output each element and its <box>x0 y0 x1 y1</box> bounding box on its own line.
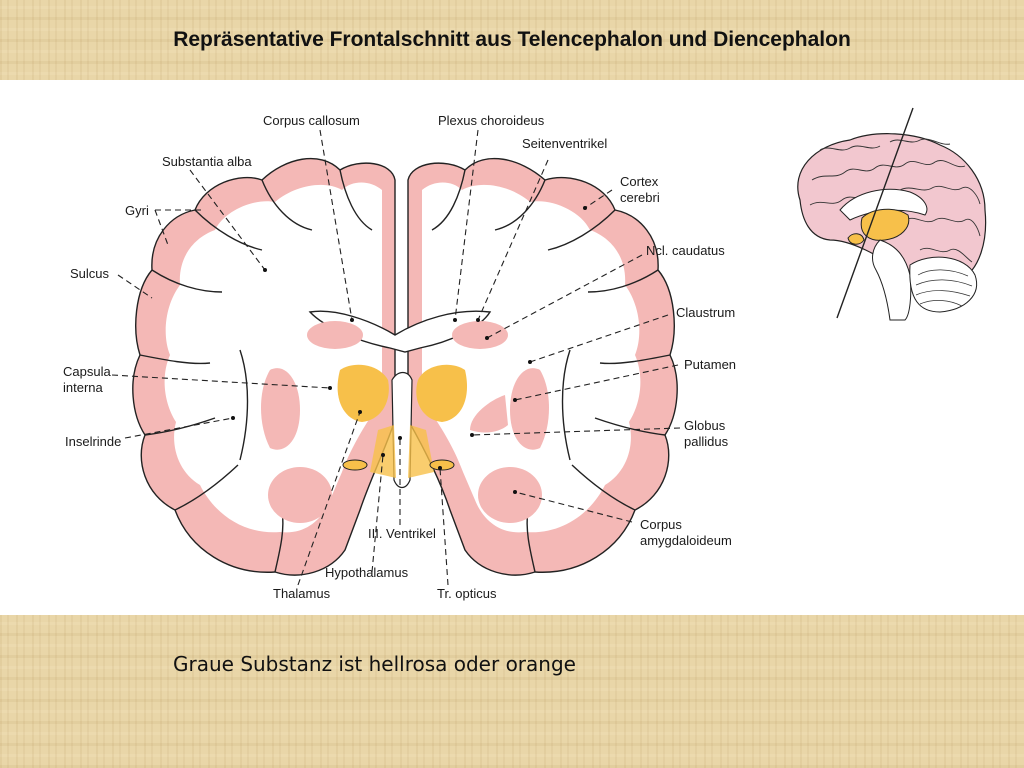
label-capsula: Capsula <box>63 364 111 379</box>
label-gyri: Gyri <box>125 203 149 218</box>
label-plexus-choroideus: Plexus choroideus <box>438 113 545 128</box>
label-globus: Globus <box>684 418 726 433</box>
slide-caption: Graue Substanz ist hellrosa oder orange <box>173 652 576 676</box>
label-seitenventrikel: Seitenventrikel <box>522 136 607 151</box>
right-thalamus <box>416 364 468 422</box>
label-putamen: Putamen <box>684 357 736 372</box>
third-ventricle <box>391 371 413 489</box>
label-interna: interna <box>63 380 104 395</box>
right-white-matter <box>422 182 641 533</box>
leader-lines <box>111 129 681 586</box>
label-cortex: Cortex <box>620 174 659 189</box>
sagittal-brain-inset <box>797 107 987 321</box>
label-sulcus: Sulcus <box>70 266 110 281</box>
label-hypothalamus: Hypothalamus <box>325 565 409 580</box>
label-pallidus: pallidus <box>684 434 729 449</box>
slide-title: Repräsentative Frontalschnitt aus Telenc… <box>173 28 851 51</box>
sagittal-cerebellum-folia <box>915 269 973 307</box>
label-thalamus: Thalamus <box>273 586 331 601</box>
diagram-labels: Corpus callosum Plexus choroideus Seiten… <box>63 113 736 601</box>
right-globus-pallidus <box>470 395 508 433</box>
left-amygdala <box>268 467 332 523</box>
left-putamen <box>261 368 300 450</box>
coronal-section-diagram: Corpus callosum Plexus choroideus Seiten… <box>63 107 987 601</box>
label-substantia-alba: Substantia alba <box>162 154 252 169</box>
brain-figure: Corpus callosum Plexus choroideus Seiten… <box>0 80 1024 615</box>
label-tr-opticus: Tr. opticus <box>437 586 497 601</box>
sagittal-cerebellum <box>909 256 977 313</box>
label-iii-ventrikel: III. Ventrikel <box>368 526 436 541</box>
label-cerebri: cerebri <box>620 190 660 205</box>
left-white-matter <box>164 182 382 533</box>
right-caudate <box>452 321 508 349</box>
label-amygdaloideum: amygdaloideum <box>640 533 732 548</box>
right-putamen <box>510 368 549 450</box>
right-sulci <box>431 169 671 573</box>
left-thalamus <box>337 364 389 422</box>
coronal-section <box>132 157 678 576</box>
right-amygdala <box>478 467 542 523</box>
lateral-ventricles <box>308 310 492 353</box>
left-caudate <box>307 321 363 349</box>
hypothalamus <box>370 425 434 478</box>
left-optic-tract <box>342 459 368 471</box>
section-plane-line <box>836 107 914 319</box>
label-corpus: Corpus <box>640 517 682 532</box>
sagittal-gyri <box>809 138 981 263</box>
label-inselrinde: Inselrinde <box>65 434 121 449</box>
sagittal-brainstem <box>872 239 912 321</box>
label-corpus-callosum: Corpus callosum <box>263 113 360 128</box>
right-optic-tract <box>429 459 455 471</box>
label-claustrum: Claustrum <box>676 305 735 320</box>
label-ncl-caudatus: Ncl. caudatus <box>646 243 725 258</box>
